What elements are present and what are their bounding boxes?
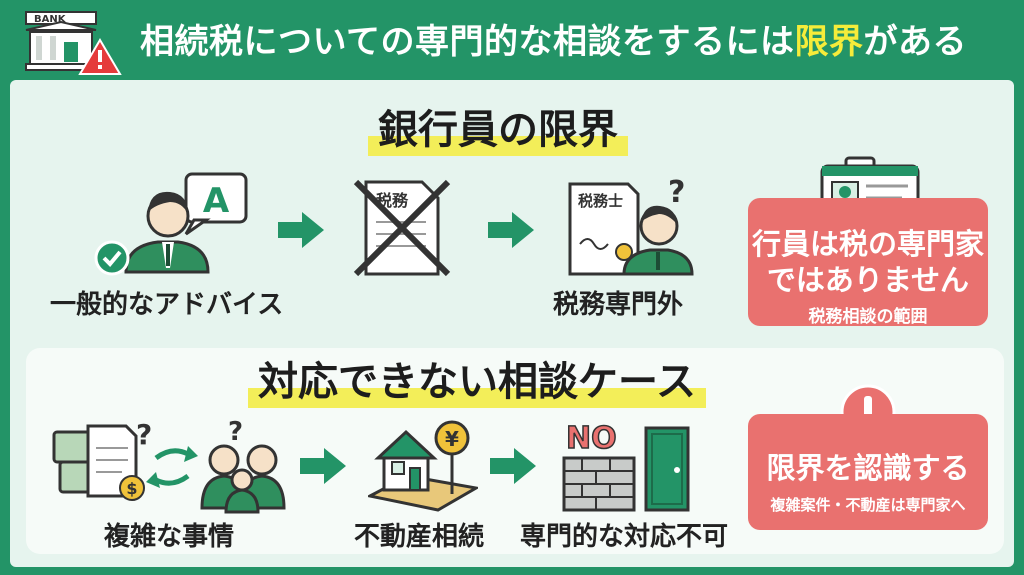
header-bar: BANK 相続税についての専門的な相談をするには限界がある (0, 0, 1024, 78)
banker-limit-box: 行員は税の専門家 ではありません 税務相談の範囲 (748, 198, 988, 327)
bank-warning-icon: BANK (25, 11, 122, 75)
svg-text:BANK: BANK (34, 14, 67, 25)
section1-heading: 銀行員の限界 (368, 104, 628, 156)
svg-text:¥: ¥ (445, 427, 459, 451)
svg-text:税務士: 税務士 (578, 192, 623, 210)
title-highlight: 限界 (794, 22, 864, 62)
arrow-right-icon (278, 212, 324, 248)
no-wall-door-icon: NO (562, 420, 690, 512)
svg-text:A: A (203, 181, 230, 221)
tax-accountant-icon: 税務士 ? (568, 175, 694, 276)
label-general-advice: 一般的なアドバイス (50, 290, 284, 320)
arrow-right-icon (300, 448, 346, 484)
svg-text:NO: NO (566, 421, 617, 456)
arrow-right-icon (488, 212, 534, 248)
banker-advice-icon: A (94, 172, 248, 276)
svg-text:?: ? (228, 418, 243, 447)
label-real-estate: 不動産相続 (354, 522, 485, 552)
complex-case-icon: $ ? ? (52, 418, 286, 514)
svg-text:?: ? (136, 418, 152, 451)
svg-text:$: $ (126, 479, 137, 498)
real-estate-icon: ¥ (368, 420, 478, 512)
section2-heading: 対応できない相談ケース (248, 356, 706, 408)
arrow-right-icon (490, 448, 536, 484)
label-not-specialized: 専門的な対応不可 (520, 522, 729, 552)
recognize-limit-box: 限界を認識する 複雑案件・不動産は専門家へ (748, 414, 988, 530)
label-complex-case: 複雑な事情 (104, 522, 235, 552)
document-crossed-icon: 税務 (353, 179, 451, 277)
label-outside-tax: 税務専門外 (553, 290, 684, 320)
svg-text:?: ? (668, 175, 685, 210)
svg-text:税務: 税務 (376, 191, 409, 210)
page-title: 相続税についての専門的な相談をするには限界がある (140, 22, 967, 62)
